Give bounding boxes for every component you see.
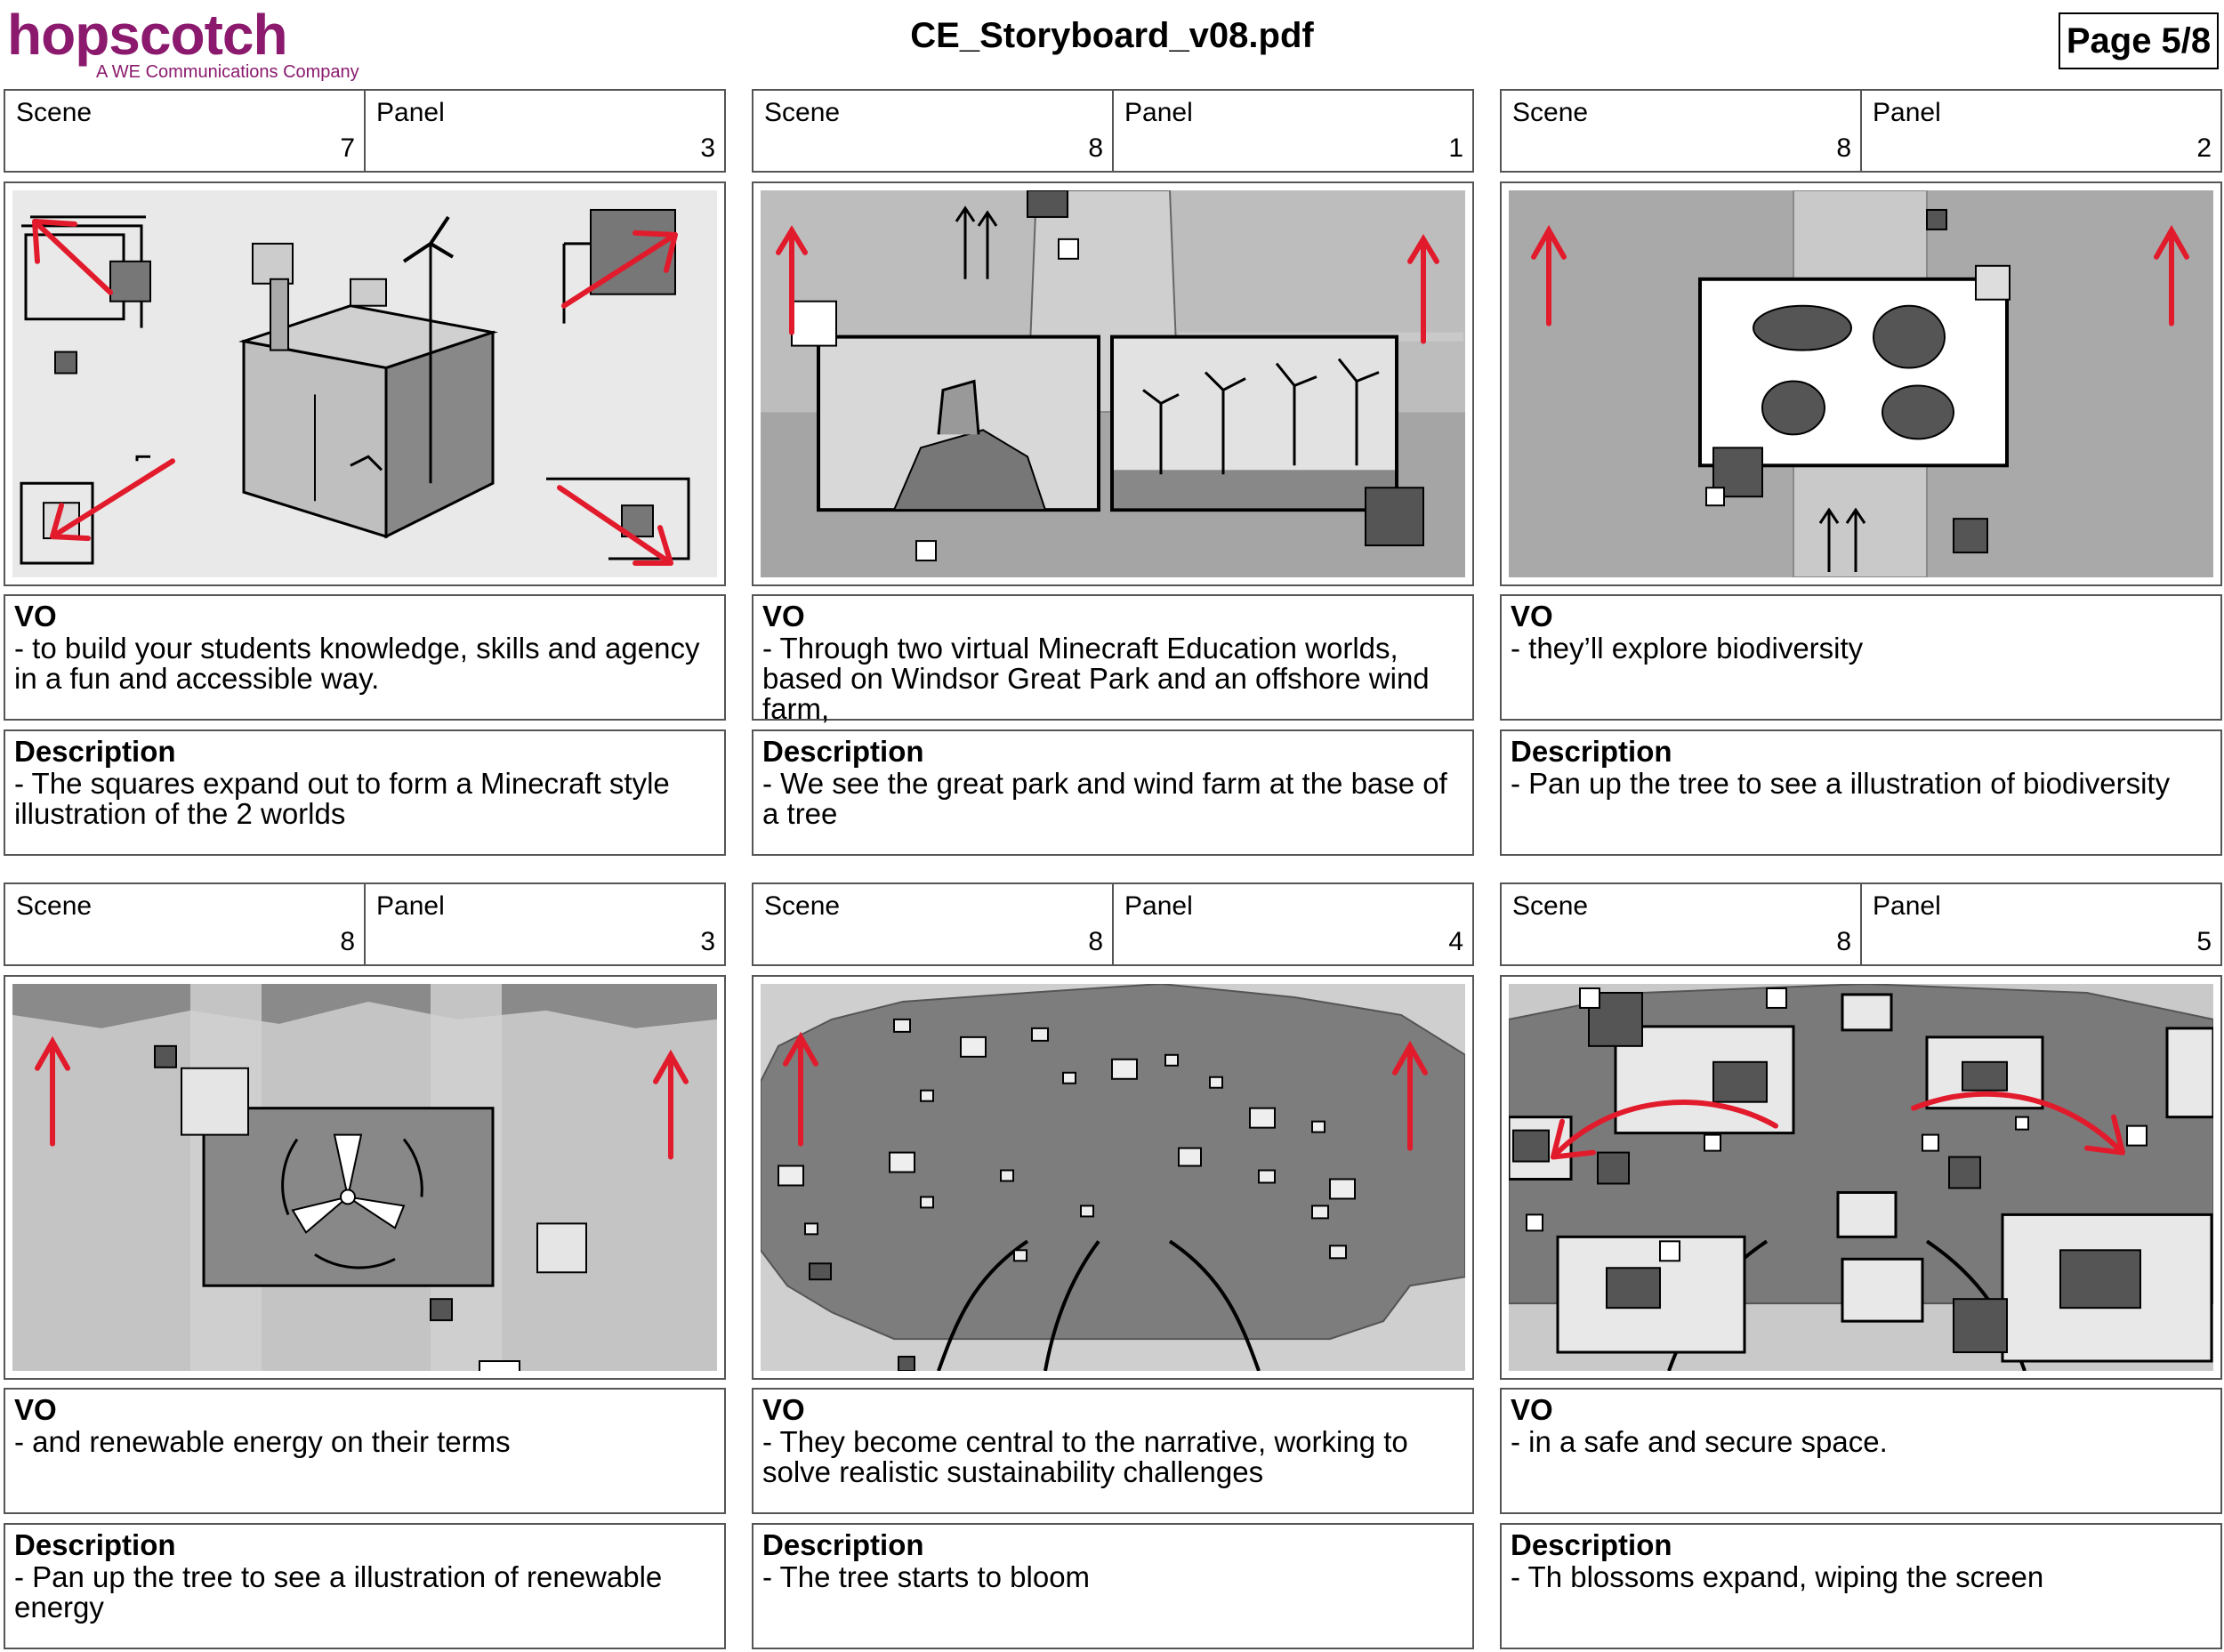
description-heading: Description [14, 735, 176, 768]
scene-cell: Scene 8 [5, 884, 366, 964]
vo-text: - in a safe and secure space. [1511, 1425, 1888, 1458]
scene-label: Scene [16, 98, 93, 127]
sketch-frame [752, 181, 1474, 586]
panel-cell: Panel 5 [1862, 884, 2220, 964]
panel-number: 2 [2196, 133, 2212, 163]
vo-text: - to build your students knowledge, skil… [14, 632, 700, 695]
vo-heading: VO [762, 600, 805, 633]
park-and-windfarm-sketch [761, 190, 1465, 577]
sketch-frame [752, 975, 1474, 1380]
description-box: Description - Pan up the tree to see a i… [4, 1523, 726, 1649]
vo-text: - they’ll explore biodiversity [1511, 632, 1864, 665]
panel-header: Scene 8 Panel 2 [1500, 89, 2222, 173]
tree-bloom-sketch [761, 984, 1465, 1371]
biodiversity-sketch [1509, 190, 2213, 577]
scene-label: Scene [16, 891, 93, 921]
description-heading: Description [762, 735, 924, 768]
description-box: Description - We see the great park and … [752, 729, 1474, 856]
vo-heading: VO [14, 600, 57, 633]
document-title: CE_Storyboard_v08.pdf [910, 16, 1314, 55]
scene-label: Scene [764, 891, 841, 921]
sketch-frame [4, 975, 726, 1380]
scene-number: 8 [1088, 927, 1103, 956]
description-box: Description - Pan up the tree to see a i… [1500, 729, 2222, 856]
description-text: - Th blossoms expand, wiping the screen [1511, 1560, 2044, 1593]
vo-box: VO - to build your students knowledge, s… [4, 594, 726, 721]
blossoms-expand-sketch [1509, 984, 2213, 1371]
page-indicator: Page 5/8 [2059, 12, 2219, 69]
panel-label: Panel [1124, 891, 1193, 921]
hopscotch-logo: hopscotch A WE Communications Company [7, 4, 363, 85]
vo-text: - They become central to the narrative, … [762, 1425, 1408, 1488]
vo-heading: VO [1511, 600, 1553, 633]
description-heading: Description [762, 1528, 924, 1561]
vo-box: VO - They become central to the narrativ… [752, 1388, 1474, 1514]
scene-number: 8 [1836, 133, 1851, 163]
scene-number: 7 [340, 133, 355, 163]
panel-cell: Panel 3 [366, 884, 724, 964]
panel-header: Scene 8 Panel 5 [1500, 882, 2222, 966]
scene-cell: Scene 8 [753, 884, 1114, 964]
scene-number: 8 [1836, 927, 1851, 956]
panel-number: 4 [1448, 927, 1463, 956]
panel-number: 3 [700, 927, 715, 956]
scene-cell: Scene 7 [5, 91, 366, 171]
scene-label: Scene [1512, 891, 1589, 921]
scene-label: Scene [1512, 98, 1589, 127]
description-text: - We see the great park and wind farm at… [762, 767, 1447, 830]
scene-cell: Scene 8 [1502, 91, 1862, 171]
panel-header: Scene 8 Panel 3 [4, 882, 726, 966]
scene-cell: Scene 8 [1502, 884, 1862, 964]
description-text: - The squares expand out to form a Minec… [14, 767, 670, 830]
vo-box: VO - Through two virtual Minecraft Educa… [752, 594, 1474, 725]
logo-wordmark: hopscotch [7, 3, 288, 67]
panel-cell: Panel 4 [1114, 884, 1472, 964]
renewable-energy-sketch [12, 984, 717, 1371]
vo-box: VO - they’ll explore biodiversity [1500, 594, 2222, 721]
panel-label: Panel [1873, 891, 1941, 921]
panel-label: Panel [1873, 98, 1941, 127]
sketch-frame [1500, 975, 2222, 1380]
panel-number: 1 [1448, 133, 1463, 163]
panel-cell: Panel 3 [366, 91, 724, 171]
panel-label: Panel [1124, 98, 1193, 127]
vo-heading: VO [762, 1393, 805, 1426]
vo-box: VO - and renewable energy on their terms [4, 1388, 726, 1514]
scene-number: 8 [340, 927, 355, 956]
vo-text: - and renewable energy on their terms [14, 1425, 511, 1458]
description-text: - Pan up the tree to see a illustration … [14, 1560, 663, 1624]
panel-number: 5 [2196, 927, 2212, 956]
vo-text: - Through two virtual Minecraft Educatio… [762, 632, 1430, 725]
panel-header: Scene 8 Panel 1 [752, 89, 1474, 173]
description-box: Description - The squares expand out to … [4, 729, 726, 856]
scene-label: Scene [764, 98, 841, 127]
scene-cell: Scene 8 [753, 91, 1114, 171]
panel-label: Panel [376, 98, 445, 127]
minecraft-worlds-sketch [12, 190, 717, 577]
description-text: - Pan up the tree to see a illustration … [1511, 767, 2171, 800]
panel-number: 3 [700, 133, 715, 163]
panel-label: Panel [376, 891, 445, 921]
logo-tagline: A WE Communications Company [96, 62, 359, 82]
vo-heading: VO [1511, 1393, 1553, 1426]
description-heading: Description [14, 1528, 176, 1561]
description-heading: Description [1511, 1528, 1672, 1561]
description-box: Description - Th blossoms expand, wiping… [1500, 1523, 2222, 1649]
panel-header: Scene 8 Panel 4 [752, 882, 1474, 966]
scene-number: 8 [1088, 133, 1103, 163]
description-text: - The tree starts to bloom [762, 1560, 1091, 1593]
vo-box: VO - in a safe and secure space. [1500, 1388, 2222, 1514]
vo-heading: VO [14, 1393, 57, 1426]
panel-cell: Panel 2 [1862, 91, 2220, 171]
panel-cell: Panel 1 [1114, 91, 1472, 171]
description-box: Description - The tree starts to bloom [752, 1523, 1474, 1649]
sketch-frame [4, 181, 726, 586]
description-heading: Description [1511, 735, 1672, 768]
panel-header: Scene 7 Panel 3 [4, 89, 726, 173]
sketch-frame [1500, 181, 2222, 586]
